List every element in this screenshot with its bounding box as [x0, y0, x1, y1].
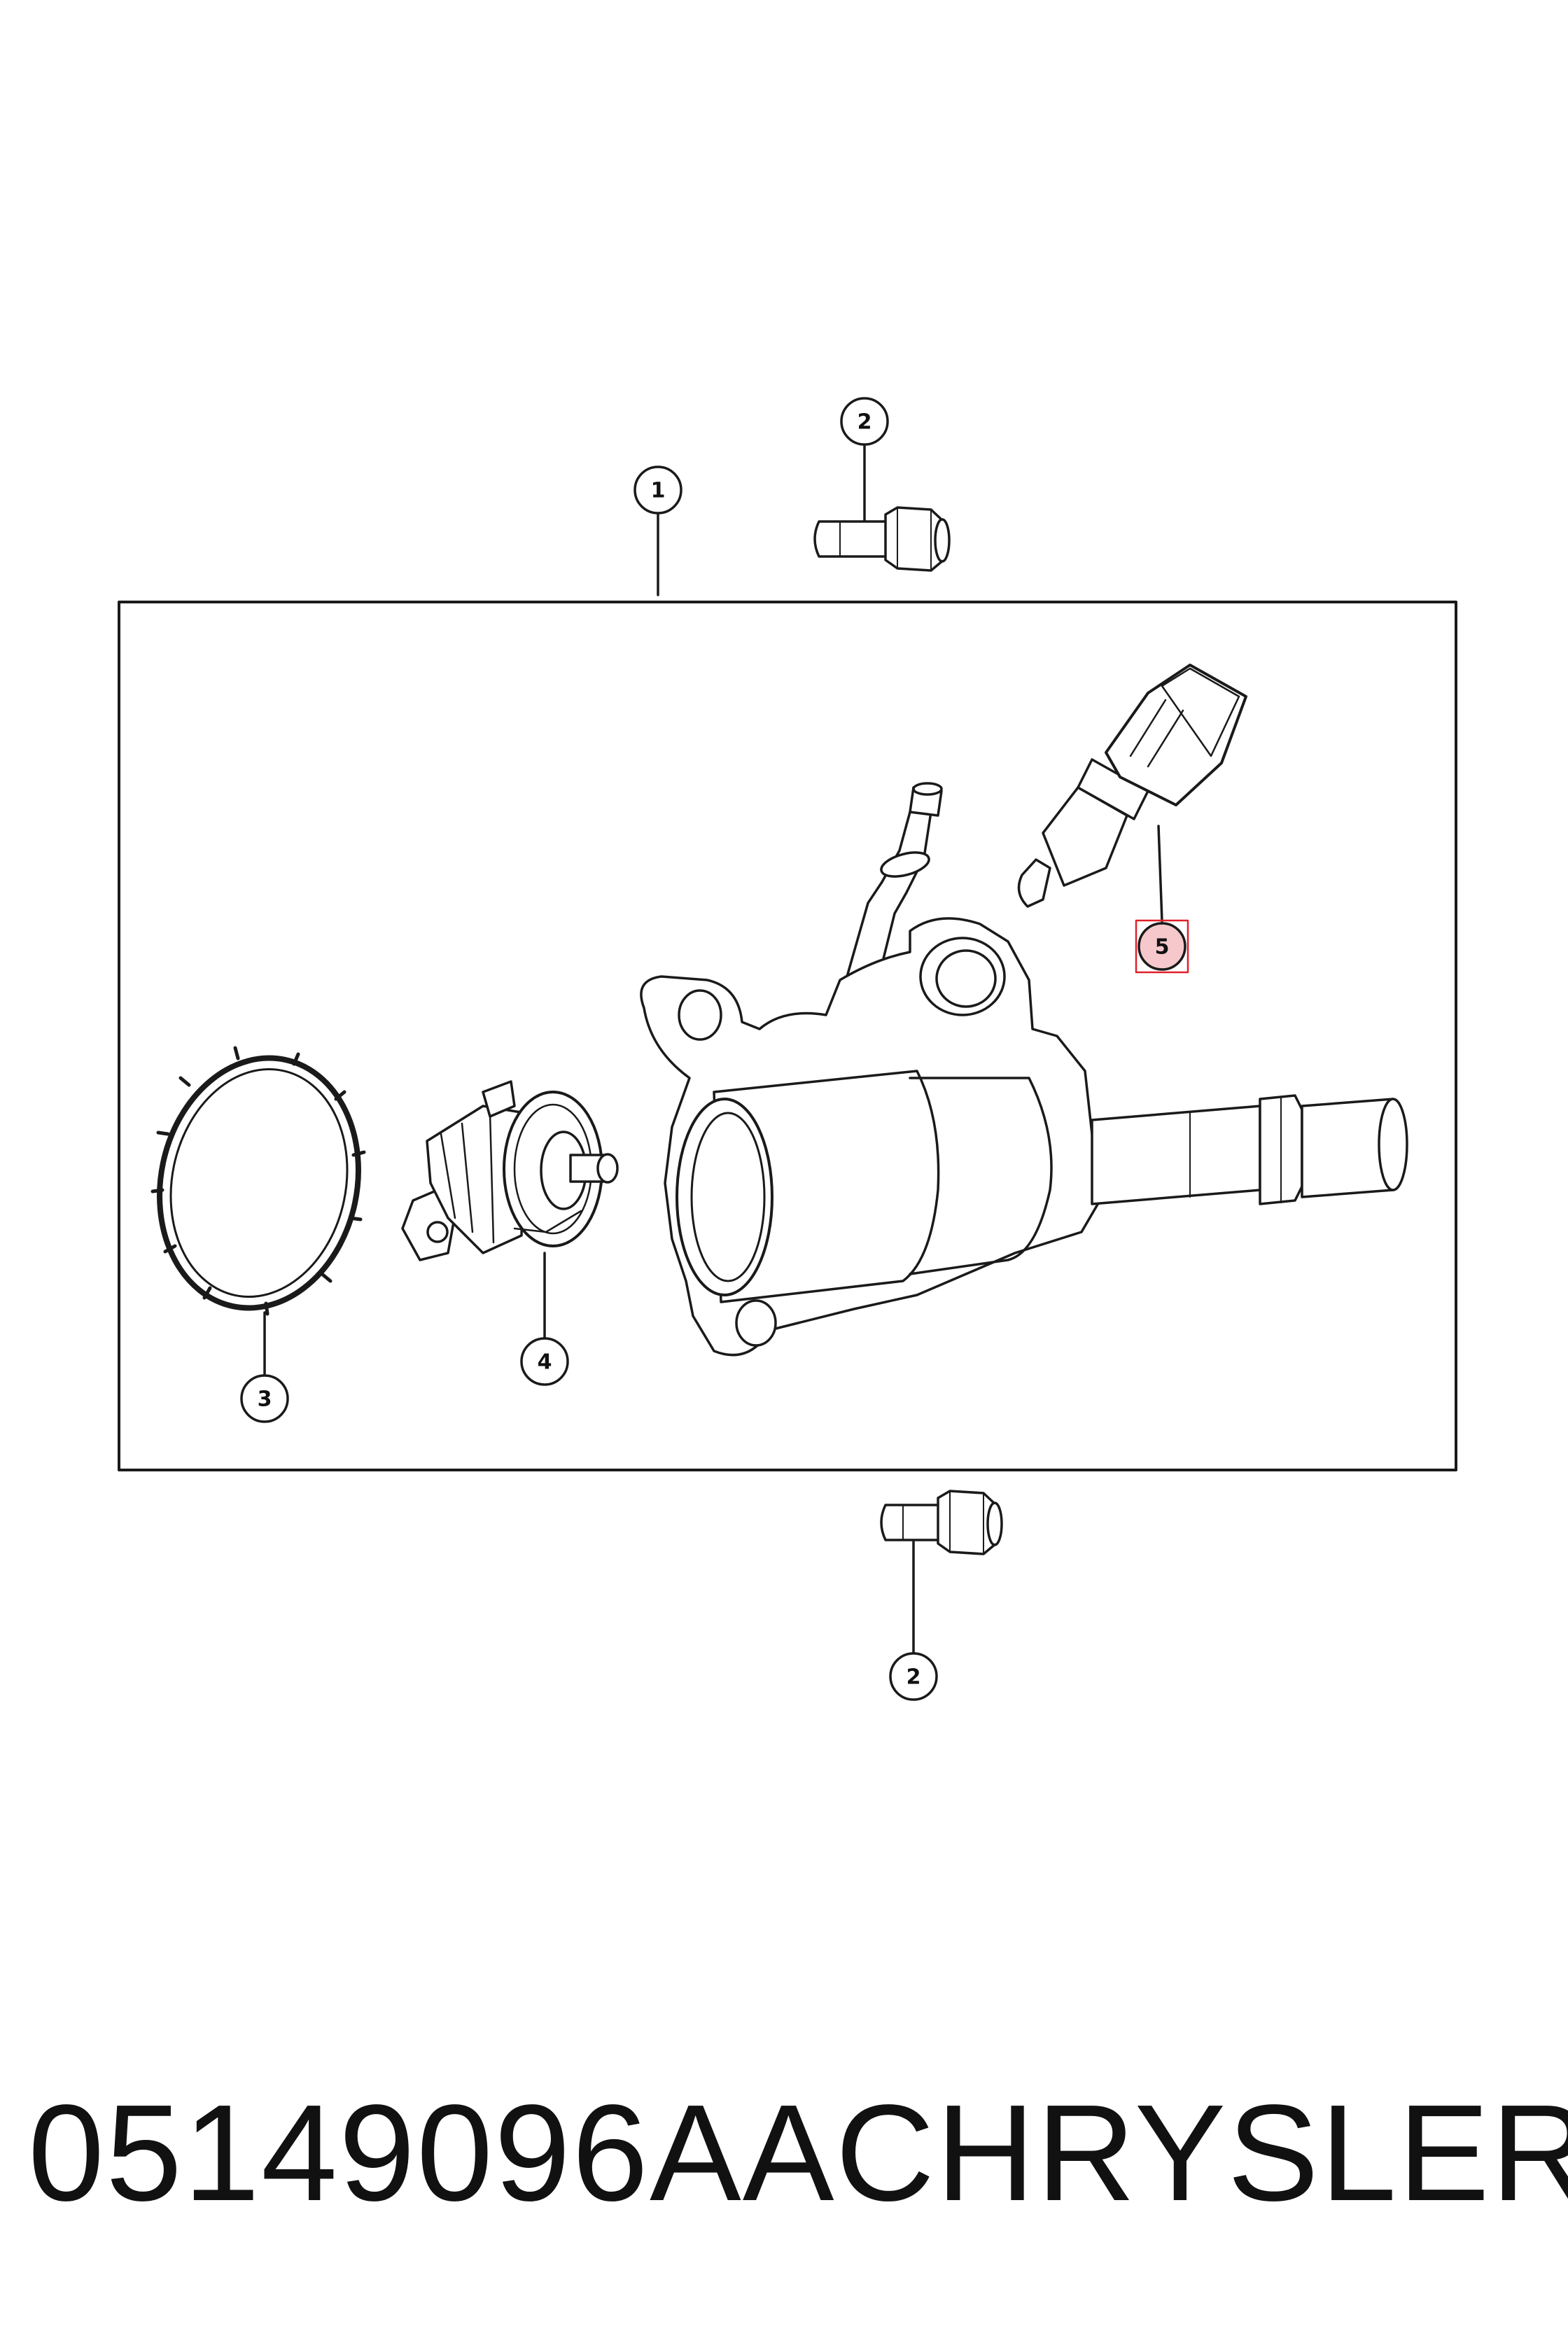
callout-3-label: 3: [258, 1387, 272, 1412]
part-number: 05149096AA: [28, 2076, 836, 2230]
assembly-frame: [118, 601, 1457, 1471]
temperature-sensor: [1017, 664, 1247, 908]
thermostat-housing: [640, 782, 1408, 1357]
thermostat: [401, 1080, 619, 1261]
callout-1-label: 1: [651, 479, 666, 503]
callout-5-highlight: [1135, 919, 1189, 974]
brand-name: CHRYSLER: [835, 2076, 1568, 2230]
callout-5-label: 5: [1155, 935, 1170, 960]
gasket-ring: [150, 1046, 366, 1316]
callout-4-label: 4: [538, 1350, 552, 1375]
bolt-top: [813, 506, 951, 572]
bolt-bottom: [880, 1490, 1003, 1555]
callout-2-bottom-label: 2: [906, 1665, 921, 1690]
callout-circles: [240, 397, 938, 1701]
caption: 05149096AA CHRYSLER: [28, 2068, 1568, 2236]
leader-lines: [263, 441, 1163, 1657]
callout-2-top-label: 2: [858, 410, 872, 435]
